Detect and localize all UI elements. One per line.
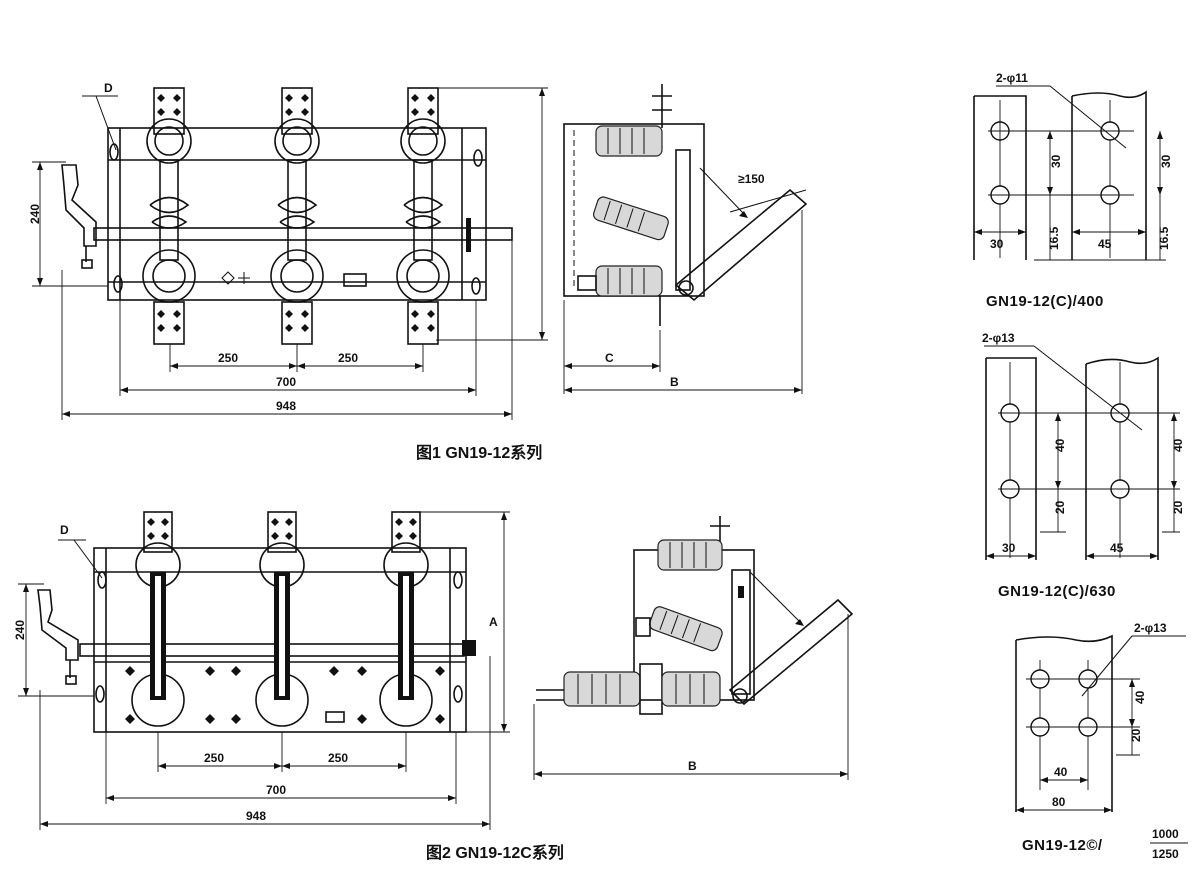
fig2-pole-2 (255, 511, 309, 727)
detail3-width: 80 (1052, 795, 1066, 809)
detail1-hole: 2-φ11 (996, 71, 1028, 85)
fig2-dim-250-left: 250 (204, 751, 224, 765)
fig2-dim-a: A (489, 615, 498, 629)
detail3-hole: 2-φ13 (1134, 621, 1167, 635)
figure1-side-view (563, 84, 808, 394)
detail2-width-left: 30 (1002, 541, 1016, 555)
figure2-dimensions (18, 511, 510, 830)
figure2-side-view (533, 516, 854, 780)
detail2-edge-left: 20 (1053, 500, 1067, 514)
pole-1 (142, 87, 196, 345)
figure2-front-view (37, 511, 476, 733)
fig2-pole-1 (131, 511, 185, 727)
detail1-edge-left: 16.5 (1047, 226, 1061, 250)
fig2-d-label: D (60, 523, 69, 537)
fig1-dim-948: 948 (276, 399, 296, 413)
terminal-detail-630 (984, 345, 1180, 560)
detail1-width-right: 45 (1098, 237, 1112, 251)
detail2-width-right: 45 (1110, 541, 1124, 555)
fig1-dim-250-right: 250 (338, 351, 358, 365)
detail2-pitch-right: 40 (1171, 438, 1185, 452)
fig1-d-label: D (104, 81, 113, 95)
fig1-dim-250-left: 250 (218, 351, 238, 365)
fig2-dim-250-right: 250 (328, 751, 348, 765)
terminal-detail-400 (973, 85, 1166, 261)
detail3-pitch: 40 (1133, 690, 1147, 704)
detail1-title: GN19-12(C)/400 (986, 293, 1104, 310)
fig2-dim-948: 948 (246, 809, 266, 823)
detail1-edge-right: 16.5 (1157, 226, 1171, 250)
figure1-front-view (61, 87, 513, 345)
detail2-pitch-left: 40 (1053, 438, 1067, 452)
fig2-dim-b: B (688, 759, 697, 773)
fig1-dim-240: 240 (28, 204, 42, 224)
fig2-pole-3 (379, 511, 433, 727)
pole-2 (270, 87, 324, 345)
detail3-inner-width: 40 (1054, 765, 1068, 779)
detail3-title-sub: 1250 (1152, 847, 1179, 861)
detail1-pitch-left: 30 (1049, 154, 1063, 168)
fig2-dim-240: 240 (13, 620, 27, 640)
detail3-edge: 20 (1129, 728, 1143, 742)
detail3-title: GN19-12©/ (1022, 837, 1103, 854)
figure2-caption: 图2 GN19-12C系列 (426, 843, 564, 862)
figure1-caption: 图1 GN19-12系列 (416, 443, 542, 462)
fig2-dim-700: 700 (266, 783, 286, 797)
detail1-pitch-right: 30 (1159, 154, 1173, 168)
fig1-clearance: ≥150 (738, 172, 765, 186)
figure1-dimensions (32, 87, 548, 420)
detail2-hole: 2-φ13 (982, 331, 1015, 345)
detail3-title-sup: 1000 (1152, 827, 1179, 841)
detail2-edge-right: 20 (1171, 500, 1185, 514)
terminal-holes (157, 94, 435, 332)
fig1-dim-b: B (670, 375, 679, 389)
pole-3 (396, 87, 450, 345)
fig1-dim-700: 700 (276, 375, 296, 389)
detail2-title: GN19-12(C)/630 (998, 583, 1116, 600)
terminal-detail-1000 (1015, 634, 1186, 813)
fig1-dim-c: C (605, 351, 614, 365)
detail1-width-left: 30 (990, 237, 1004, 251)
